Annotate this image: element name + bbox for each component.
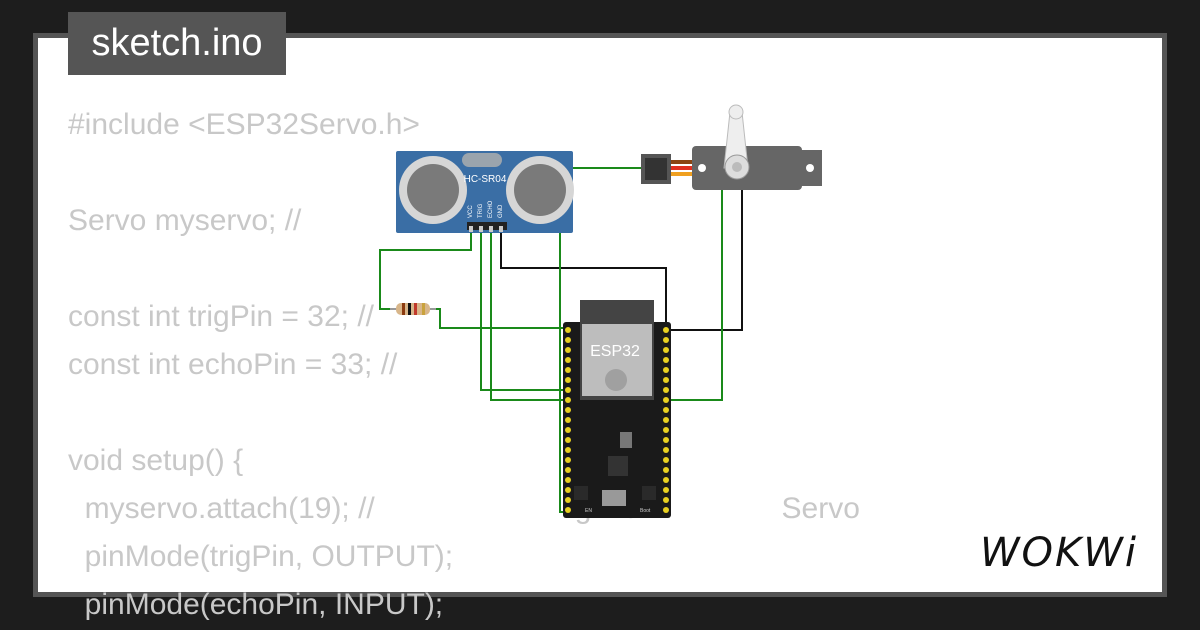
esp32-pins-right (663, 327, 669, 513)
header-pin[interactable] (565, 467, 571, 473)
code-line: const int trigPin = 32; // (68, 300, 374, 333)
esp32-label: ESP32 (590, 343, 640, 360)
header-pin[interactable] (663, 397, 669, 403)
en-label: EN (585, 508, 592, 514)
header-pin[interactable] (663, 477, 669, 483)
header-pin[interactable] (565, 347, 571, 353)
header-pin[interactable] (565, 497, 571, 503)
boot-label: Boot (640, 508, 651, 514)
header-pin[interactable] (565, 417, 571, 423)
ultrasonic-sensor[interactable]: HC-SR04 VCC TRIG ECHO GND (396, 151, 574, 233)
header-pin[interactable] (663, 507, 669, 513)
header-pin[interactable] (565, 327, 571, 333)
esp32-pins-left (565, 327, 571, 513)
header-pin[interactable] (663, 357, 669, 363)
header-pin[interactable] (565, 437, 571, 443)
header-pin[interactable] (663, 347, 669, 353)
header-pin[interactable] (663, 407, 669, 413)
header-pin[interactable] (663, 497, 669, 503)
code-line: Servo myservo; // (68, 204, 302, 237)
wokwi-logo-text: WOKWi (980, 530, 1138, 576)
wire-resistor-esp[interactable] (430, 308, 568, 329)
header-pin[interactable] (565, 397, 571, 403)
code-line: pinMode(echoPin, INPUT); (68, 588, 444, 621)
wire-gnd[interactable] (500, 228, 667, 326)
header-pin[interactable] (565, 387, 571, 393)
header-pin[interactable] (663, 487, 669, 493)
header-pin[interactable] (565, 367, 571, 373)
header-pin[interactable] (663, 387, 669, 393)
header-pin[interactable] (565, 427, 571, 433)
header-pin[interactable] (663, 417, 669, 423)
header-pin[interactable] (565, 337, 571, 343)
esp32-board[interactable]: ESP32 EN Boot (563, 300, 671, 518)
wire-vcc[interactable] (379, 228, 472, 310)
header-pin[interactable] (663, 377, 669, 383)
code-line: pinMode(trigPin, OUTPUT); (68, 540, 454, 573)
pin-label-echo: ECHO (488, 200, 494, 218)
sketch-title: sketch.ino (68, 12, 286, 75)
header-pin[interactable] (565, 507, 571, 513)
wire-trig[interactable] (480, 228, 568, 391)
code-line: #include <ESP32Servo.h> (68, 108, 420, 141)
header-pin[interactable] (565, 477, 571, 483)
header-pin[interactable] (663, 327, 669, 333)
header-pin[interactable] (663, 447, 669, 453)
pin-label-trig: TRIG (478, 203, 484, 218)
wokwi-logo: WOKWi (980, 530, 1138, 576)
header-pin[interactable] (663, 467, 669, 473)
code-preview: #include <ESP32Servo.h> Servo myservo; //… (68, 101, 860, 629)
header-pin[interactable] (565, 357, 571, 363)
wire-echo[interactable] (490, 228, 568, 401)
header-pin[interactable] (565, 377, 571, 383)
header-pin[interactable] (663, 427, 669, 433)
header-pin[interactable] (663, 337, 669, 343)
header-pin[interactable] (565, 457, 571, 463)
header-pin[interactable] (663, 437, 669, 443)
pin-label-vcc: VCC (468, 205, 474, 218)
header-pin[interactable] (663, 367, 669, 373)
ultrasonic-label: HC-SR04 (464, 174, 507, 185)
header-pin[interactable] (565, 407, 571, 413)
header-pin[interactable] (565, 447, 571, 453)
code-line: void setup() { (68, 444, 244, 477)
header-pin[interactable] (663, 457, 669, 463)
servo-motor[interactable] (641, 104, 822, 190)
pin-label-gnd: GND (498, 204, 504, 218)
resistor[interactable] (390, 303, 436, 315)
header-pin[interactable] (565, 487, 571, 493)
